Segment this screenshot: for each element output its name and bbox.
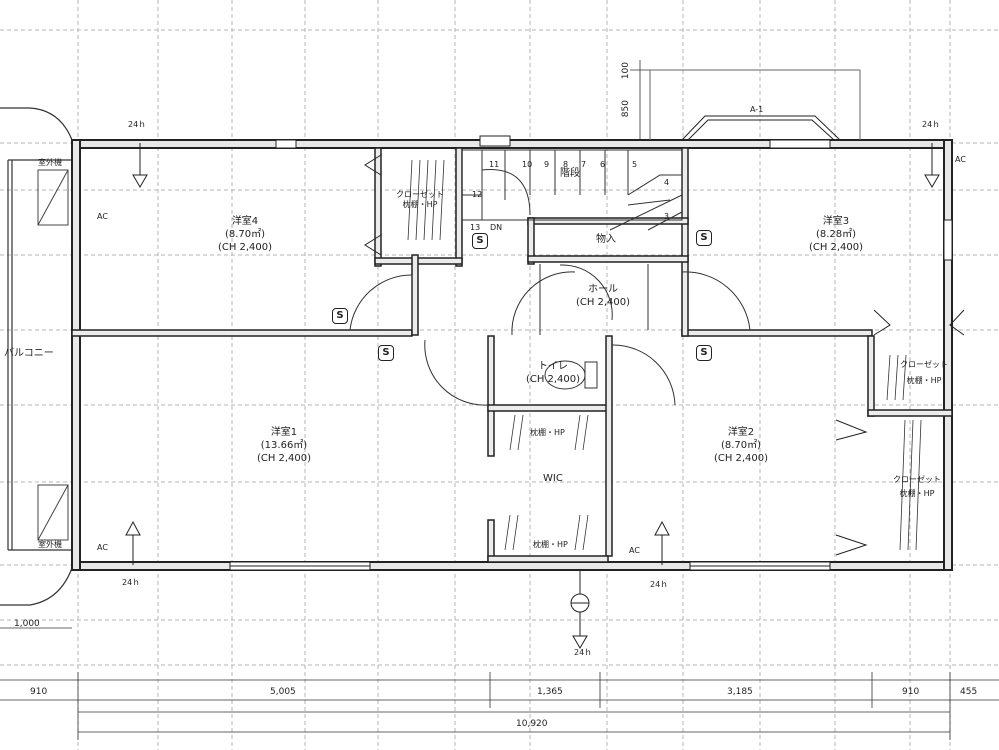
stair-number: 13 — [470, 223, 481, 232]
vent-label: 24ｈ — [122, 578, 141, 587]
room-youshitsu2: 洋室2 (8.70㎡) (CH 2,400) — [705, 426, 777, 465]
closet-hatching — [407, 159, 922, 551]
stair-number: 10 — [522, 160, 533, 169]
outdoor-units — [37, 169, 69, 541]
sleeve-icon: S — [696, 230, 712, 246]
stair-number: 6 — [600, 160, 606, 169]
dim-bottom: 910 — [902, 687, 920, 697]
room-ceiling: (CH 2,400) — [525, 374, 581, 385]
door-swings — [349, 264, 751, 406]
wic-shelf-bottom: 枕棚・HP — [533, 540, 568, 549]
vent-label: 24ｈ — [128, 120, 147, 129]
vent-arrows — [125, 143, 940, 649]
dim-bottom: 1,365 — [537, 687, 563, 697]
room-balcony: バルコニー — [4, 348, 54, 359]
room-area: (8.28㎡) — [815, 229, 857, 240]
sleeve-icon: S — [332, 308, 348, 324]
stair-number: 7 — [581, 160, 587, 169]
toilet-fixture — [544, 360, 598, 390]
exterior-walls — [71, 139, 953, 571]
room-name: 洋室2 — [727, 427, 755, 438]
closet-name: クローゼット — [900, 360, 948, 369]
bay-window — [630, 69, 861, 141]
room-name: トイレ — [538, 361, 568, 372]
room-stairs: 階段 — [560, 168, 580, 179]
stair-number: 11 — [489, 160, 500, 169]
dim-bottom: 455 — [960, 687, 978, 697]
room-ceiling: (CH 2,400) — [575, 297, 631, 308]
balcony-outline — [0, 107, 73, 606]
room-ceiling: (CH 2,400) — [217, 242, 273, 253]
closet-name: クローゼット — [893, 475, 941, 484]
sleeve-icon: S — [696, 345, 712, 361]
outdoor-unit-label: 室外機 — [38, 540, 62, 549]
closet-2: クローゼット 枕棚・HP — [893, 475, 941, 499]
closet-shelf: 枕棚・HP — [402, 200, 438, 209]
room-ceiling: (CH 2,400) — [256, 453, 312, 464]
wic-shelf-top: 枕棚・HP — [530, 428, 565, 437]
vent-label: 24ｈ — [922, 120, 941, 129]
stair-dn: DN — [490, 223, 503, 232]
dim-top-850: 850 — [621, 100, 631, 118]
room-youshitsu3: 洋室3 (8.28㎡) (CH 2,400) — [800, 215, 872, 254]
room-name: ホール — [588, 284, 618, 295]
outdoor-unit-label: 室外機 — [38, 158, 62, 167]
room-ceiling: (CH 2,400) — [808, 242, 864, 253]
sleeve-icon: S — [472, 233, 488, 249]
interior-walls — [71, 147, 953, 563]
stair-number: 9 — [544, 160, 550, 169]
dim-left-1000: 1,000 — [14, 619, 40, 629]
dim-bottom: 3,185 — [727, 687, 753, 697]
room-youshitsu4: 洋室4 (8.70㎡) (CH 2,400) — [215, 215, 275, 254]
dimension-lines — [0, 60, 999, 740]
folding-doors — [364, 154, 965, 556]
closet-shelf: 枕棚・HP — [906, 376, 942, 385]
section-mark: A-1 — [750, 105, 764, 114]
closet-shelf: 枕棚・HP — [899, 489, 935, 498]
ac-label: AC — [955, 155, 966, 164]
vent-label: 24ｈ — [574, 648, 593, 657]
dim-top-100: 100 — [621, 62, 631, 80]
room-toilet: トイレ (CH 2,400) — [515, 360, 591, 386]
stair-number: 8 — [563, 160, 569, 169]
ac-label: AC — [629, 546, 640, 555]
room-hall: ホール (CH 2,400) — [565, 283, 641, 309]
staircase — [461, 149, 683, 231]
room-youshitsu1: 洋室1 (13.66㎡) (CH 2,400) — [248, 426, 320, 465]
room-wic: WIC — [543, 473, 563, 484]
room-name: 洋室3 — [822, 216, 850, 227]
sleeve-icon: S — [378, 345, 394, 361]
ac-label: AC — [97, 543, 108, 552]
stair-number: 12 — [472, 190, 483, 199]
closet-4: クローゼット 枕棚・HP — [396, 190, 444, 210]
room-area: (8.70㎡) — [224, 229, 266, 240]
room-name: 洋室4 — [231, 216, 259, 227]
windows — [229, 135, 953, 571]
vent-label: 24ｈ — [650, 580, 669, 589]
stair-number: 5 — [632, 160, 638, 169]
room-area: (8.70㎡) — [720, 440, 762, 451]
room-name: 洋室1 — [270, 427, 298, 438]
ac-label: AC — [97, 212, 108, 221]
room-storage: 物入 — [596, 234, 616, 245]
closet-3: クローゼット 枕棚・HP — [900, 360, 948, 386]
room-ceiling: (CH 2,400) — [713, 453, 769, 464]
stair-number: 4 — [664, 178, 670, 187]
dim-bottom: 5,005 — [270, 687, 296, 697]
closet-name: クローゼット — [396, 190, 444, 199]
stair-number: 3 — [664, 212, 670, 221]
dim-bottom: 910 — [30, 687, 48, 697]
room-area: (13.66㎡) — [260, 440, 308, 451]
dim-total: 10,920 — [516, 719, 548, 729]
